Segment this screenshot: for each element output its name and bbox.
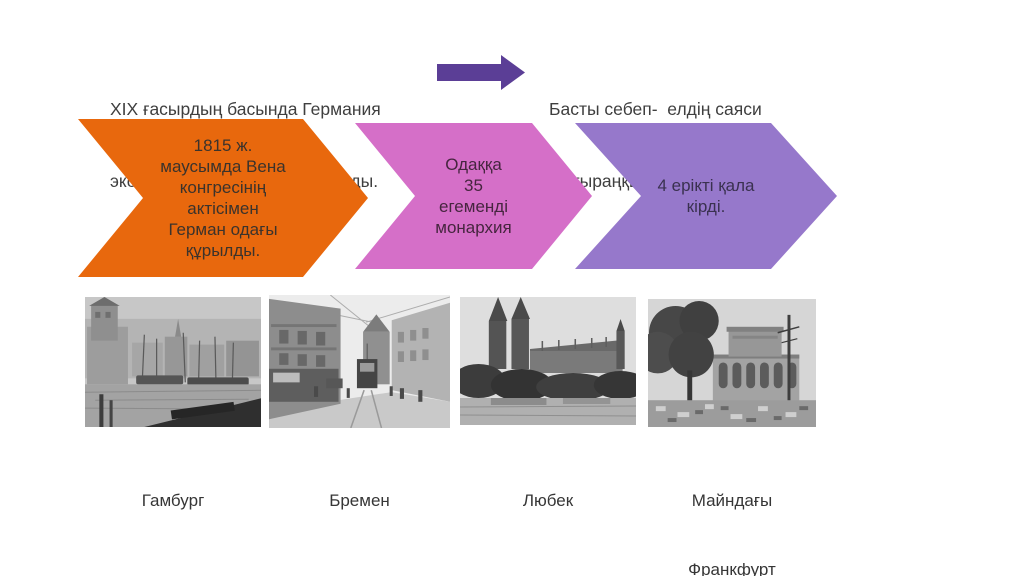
chevron-text-line: егеменді — [439, 197, 508, 216]
intro-left-line-1: XIX ғасырдың басында Германия — [110, 99, 381, 119]
right-arrow-icon — [437, 55, 525, 90]
hamburg-harbor-photo-image — [85, 297, 261, 427]
photo-luebeck — [460, 297, 636, 425]
chevron-text-line: монархия — [435, 218, 512, 237]
city-label-line: Любек — [522, 491, 574, 510]
chevron-text-line: 1815 ж. — [193, 136, 253, 155]
chevron-text-line: кірді. — [686, 197, 726, 216]
photo-bremen — [269, 295, 450, 428]
photo-hamburg — [85, 297, 261, 427]
chevron-text-line: Герман одағы — [168, 220, 278, 239]
bremen-street-photo-image — [269, 295, 450, 428]
city-label-frankfurt: Майндағы Франкфурт — [648, 443, 816, 576]
chevron-text-line: құрылды. — [185, 241, 261, 260]
frankfurt-opera-photo-image — [648, 299, 816, 427]
chevron-text-line: 4 ерікті қала — [657, 176, 755, 195]
city-label-bremen: Бремен — [269, 443, 450, 558]
city-label-line: Гамбург — [141, 491, 205, 510]
chevron-text-line: актісімен — [187, 199, 259, 218]
intro-right-text: Басты себеп- елдің саяси бытыраңқылығы. — [549, 49, 762, 241]
chevron-text-line: Одаққа — [445, 155, 502, 174]
chevron-text-line: маусымда Вена — [160, 157, 286, 176]
photo-frankfurt — [648, 299, 816, 427]
chevron-text-line: 35 — [464, 176, 483, 195]
chevron-text-line: конгресінің — [179, 178, 267, 197]
intro-right-line-1: Басты себеп- елдің саяси — [549, 99, 762, 119]
city-label-luebeck: Любек — [460, 443, 636, 558]
city-label-line: Бремен — [329, 491, 390, 510]
city-label-line: Франкфурт — [688, 560, 776, 576]
luebeck-cathedral-photo-image — [460, 297, 636, 425]
city-label-hamburg: Гамбург — [85, 443, 261, 558]
city-label-line: Майндағы — [691, 491, 773, 510]
